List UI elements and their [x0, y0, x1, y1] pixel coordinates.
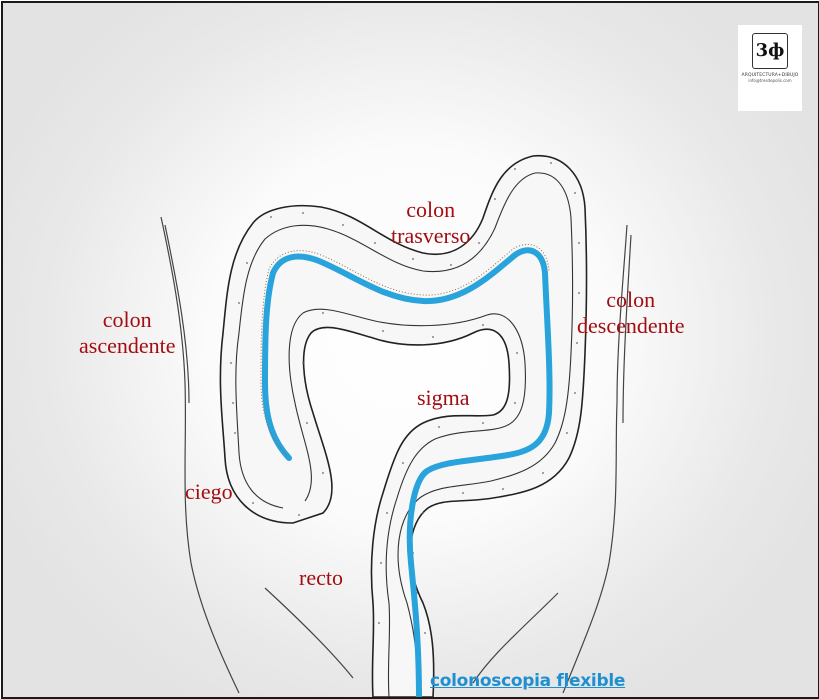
label-colon-trasverso: colon trasverso: [391, 197, 470, 249]
label-sigma: sigma: [417, 385, 470, 411]
logo-mark: 3ф: [752, 33, 788, 69]
label-descendente-line2: descendente: [577, 313, 685, 339]
label-colon-descendente: colon descendente: [577, 287, 685, 339]
label-trasverso-line1: colon: [391, 197, 470, 223]
label-colon-ascendente: colon ascendente: [79, 307, 176, 359]
label-ciego: ciego: [185, 479, 233, 505]
label-ascendente-line2: ascendente: [79, 333, 176, 359]
label-ascendente-line1: colon: [79, 307, 176, 333]
label-recto: recto: [299, 565, 343, 591]
studio-logo: 3ф ARQUITECTURA+DIBUJO info@tresdepolis.…: [738, 25, 802, 111]
label-descendente-line1: colon: [577, 287, 685, 313]
caption-link[interactable]: colonoscopia flexible: [430, 671, 625, 691]
logo-text-line2: info@tresdepolis.com: [738, 78, 802, 83]
label-trasverso-line2: trasverso: [391, 223, 470, 249]
